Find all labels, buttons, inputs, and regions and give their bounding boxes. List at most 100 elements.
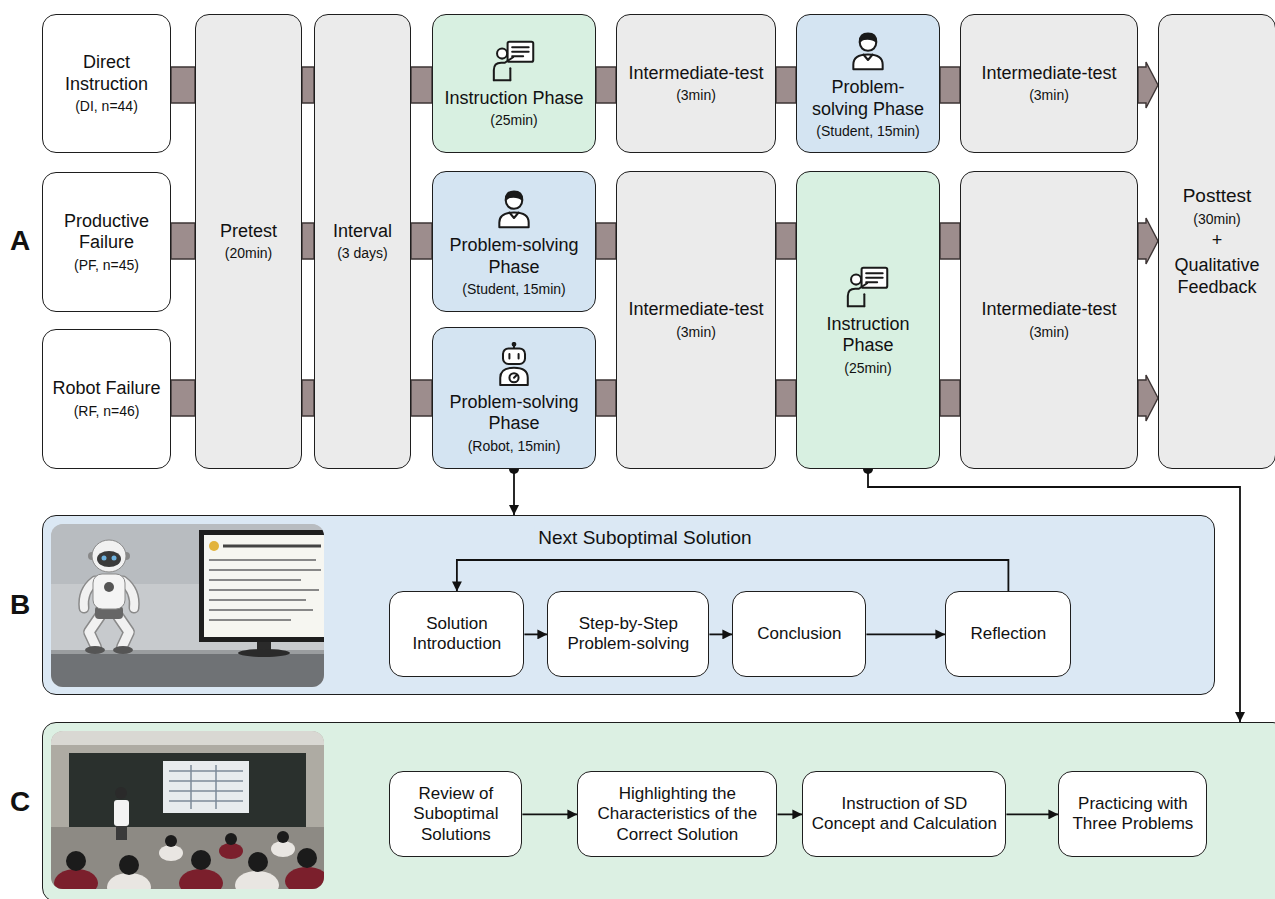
flow-bar (1138, 218, 1158, 264)
flow-bar (940, 380, 960, 416)
box-detail: (PF, n=45) (50, 257, 163, 274)
flow-bar-shape (171, 223, 195, 259)
test-box: Intermediate-test (3min) (960, 171, 1138, 469)
box-title: Pretest (203, 221, 294, 243)
flow-arrow (866, 634, 945, 635)
interval-box: Interval(3 days) (314, 14, 411, 469)
box-title: Direct Instruction (50, 52, 163, 95)
box-title: Problem-solving Phase (440, 392, 588, 435)
flow-bar (596, 67, 616, 103)
connector-line (709, 633, 732, 635)
instruction-box: Instruction Phase(25min) (432, 14, 596, 153)
box-title: Instruction Phase (804, 314, 932, 357)
flow-bar (411, 67, 432, 103)
panel-letter: B (10, 588, 30, 622)
problem-solving-box: Problem-solving Phase(Robot, 15min) (432, 327, 596, 469)
box-title: Productive Failure (50, 211, 163, 254)
flow-arrow (524, 634, 547, 635)
test-box: Intermediate-test (3min) (616, 171, 776, 469)
flow-bar (411, 223, 432, 259)
connector-line (1006, 813, 1058, 815)
flow-bar-shape (776, 380, 796, 416)
box-detail: (3min) (624, 324, 768, 341)
box-title: Posttest (1166, 185, 1268, 208)
flow-bar-shape (940, 67, 960, 103)
group-box: Productive Failure (PF, n=45) (42, 172, 171, 312)
box-detail: (Student, 15min) (440, 281, 588, 298)
flow-bar (776, 67, 796, 103)
box-title: Conclusion (740, 624, 858, 644)
box-title: Intermediate-test (968, 63, 1130, 85)
robot-photo (51, 524, 324, 687)
flow-bar-shape (171, 380, 195, 416)
flow-bar-shape (776, 223, 796, 259)
flow-arrow (709, 634, 732, 635)
box-detail: + (1166, 230, 1268, 252)
flow-bar (171, 380, 195, 416)
student-icon (492, 185, 536, 229)
panel-letter: C (10, 785, 30, 819)
group-box: Robot Failure (RF, n=46) (42, 329, 171, 469)
flow-arrow (509, 464, 519, 515)
panel-letter-holder: A (6, 223, 34, 259)
flow-bar (596, 223, 616, 259)
flow-arrow (1006, 814, 1058, 815)
box-title: Intermediate-test (968, 299, 1130, 321)
flow-bar-shape (302, 223, 314, 259)
flow-bar (302, 223, 314, 259)
box-title: Reflection (953, 624, 1063, 644)
box-title: Robot Failure (50, 378, 163, 400)
box-detail: (DI, n=44) (50, 98, 163, 115)
flow-bar (776, 380, 796, 416)
flow-bar (596, 380, 616, 416)
box-detail: (20min) (203, 245, 294, 262)
box-title: Solution Introduction (397, 614, 516, 655)
flow-bar-shape (940, 380, 960, 416)
flow-bar-shape (776, 67, 796, 103)
box-title: Intermediate-test (624, 299, 768, 321)
flow-bar-shape (940, 223, 960, 259)
test-box: Intermediate-test (3min) (616, 14, 776, 153)
flow-bar-shape (596, 223, 616, 259)
flow-bar (171, 67, 195, 103)
connector-line (524, 633, 547, 635)
flow-bar-shape (302, 380, 314, 416)
box-title: Intermediate-test (624, 63, 768, 85)
flow-bar-shape (596, 380, 616, 416)
box-title: Practicing with Three Problems (1066, 794, 1199, 835)
panel-letter: A (6, 223, 34, 259)
edge-label-holder: Next Suboptimal Solution (534, 526, 755, 551)
box-title: Instruction of SD Concept and Calculatio… (810, 794, 998, 835)
box-detail: (3min) (968, 324, 1130, 341)
connector-line (457, 560, 1009, 591)
robot-icon (492, 342, 536, 386)
instruction-panel: CReview of Suboptimal SolutionsHighlight… (42, 722, 1275, 899)
robot-panel: BSolution IntroductionStep-by-Step Probl… (42, 515, 1215, 695)
teacher-icon (492, 38, 536, 82)
box-detail: (3min) (624, 87, 768, 104)
problem-solving-box: Problem-solving Phase(Student, 15min) (796, 14, 940, 153)
flow-arrow (777, 814, 802, 815)
flow-bar (411, 380, 432, 416)
flow-bar-shape (1138, 218, 1158, 264)
test-box: Intermediate-test(3min) (960, 14, 1138, 153)
connector-line (522, 813, 577, 815)
box-detail: (RF, n=46) (50, 403, 163, 420)
box-title: Problem-solving Phase (804, 77, 932, 120)
flow-bar (302, 380, 314, 416)
flow-bar-shape (411, 67, 432, 103)
flow-bar (1138, 375, 1158, 421)
problem-solving-box: Problem-solving Phase (Student, 15min) (432, 171, 596, 312)
step-box: Highlighting the Characteristics of the … (577, 771, 777, 857)
box-title: Highlighting the Characteristics of the … (585, 784, 769, 845)
connector-line (866, 633, 945, 635)
teacher-icon (846, 264, 890, 308)
flow-bar (776, 223, 796, 259)
step-box: Instruction of SD Concept and Calculatio… (802, 771, 1006, 857)
step-box: Practicing with Three Problems (1058, 771, 1207, 857)
flow-bar (1138, 62, 1158, 108)
box-title: Problem-solving Phase (440, 235, 588, 278)
instruction-box: Instruction Phase(25min) (796, 171, 940, 469)
box-detail: Qualitative Feedback (1166, 255, 1268, 298)
